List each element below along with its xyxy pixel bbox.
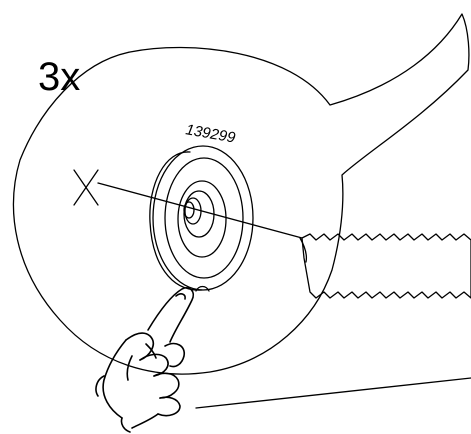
quantity-label: 3x [38, 55, 80, 99]
screw-icon [299, 233, 471, 299]
mark-x-icon [73, 169, 99, 206]
axis-line [97, 182, 303, 239]
callout-bubble [12, 13, 470, 375]
guide-line [195, 377, 471, 409]
pointing-hand-icon [95, 287, 195, 433]
disc-part [149, 145, 254, 292]
part-number-label: 139299 [184, 121, 237, 147]
